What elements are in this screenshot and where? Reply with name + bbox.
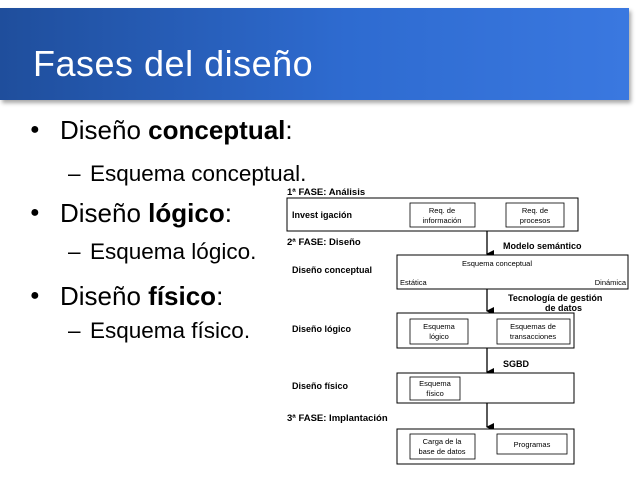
bullet-dot-icon: ●	[30, 204, 40, 221]
bullet-bold-text: lógico	[148, 198, 225, 228]
transactions-line1: Esquemas de	[510, 322, 556, 331]
technology-label-line2: de datos	[545, 303, 582, 313]
dynamic-label: Dinámica	[595, 278, 627, 287]
dash-icon: –	[68, 318, 81, 343]
physical-design-label: Diseño físico	[292, 381, 349, 391]
technology-label-line1: Tecnología de gestión	[508, 293, 602, 303]
bullet-suffix: :	[285, 115, 293, 145]
semantic-model-label: Modelo semántico	[503, 241, 582, 251]
static-label: Estática	[400, 278, 428, 287]
title-bar: Fases del diseño	[0, 8, 629, 100]
data-load-line2: base de datos	[418, 447, 465, 456]
dbms-label: SGBD	[503, 359, 530, 369]
programs-box	[496, 433, 568, 455]
physical-schema-line2: físico	[426, 389, 444, 398]
investigation-label: Invest igación	[292, 210, 352, 220]
slide-title: Fases del diseño	[33, 43, 314, 84]
dash-icon: –	[68, 161, 81, 186]
logical-schema-line1: Esquema	[423, 322, 456, 331]
sub-bullet-text: Esquema conceptual.	[90, 161, 307, 186]
bullet-suffix: :	[216, 281, 224, 311]
data-load-line1: Carga de la	[423, 437, 463, 446]
bullet-text: Diseño	[60, 198, 149, 228]
physical-schema-line1: Esquema	[419, 379, 452, 388]
transactions-line2: transacciones	[510, 332, 557, 341]
sub-bullet-text: Esquema lógico.	[90, 239, 257, 264]
dash-icon: –	[68, 239, 81, 264]
bullet-text: Diseño	[60, 281, 149, 311]
conceptual-schema-label: Esquema conceptual	[462, 259, 532, 268]
logical-design-label: Diseño lógico	[292, 324, 352, 334]
bullet-bold-text: conceptual	[148, 115, 286, 145]
phase-1-label: 1ª FASE: Análisis	[287, 187, 365, 198]
bullet-suffix: :	[224, 198, 232, 228]
logical-schema-line2: lógico	[429, 332, 449, 341]
bullet-bold-text: físico	[148, 281, 217, 311]
bullet-dot-icon: ●	[30, 287, 40, 304]
physical-schema-box	[409, 376, 461, 401]
phase-3-label: 3ª FASE: Implantación	[287, 413, 388, 424]
bullet-text: Diseño	[60, 115, 149, 145]
bullet-dot-icon: ●	[30, 121, 40, 138]
req-proc-line2: procesos	[520, 216, 551, 225]
req-info-line2: información	[423, 216, 462, 225]
transactions-box	[496, 318, 571, 345]
data-load-box	[409, 433, 476, 460]
req-proc-line1: Req. de	[522, 206, 548, 215]
programs-label: Programas	[514, 440, 551, 449]
phase-2-label: 2ª FASE: Diseño	[287, 237, 361, 248]
conceptual-design-box	[396, 254, 629, 290]
req-info-line1: Req. de	[429, 206, 455, 215]
req-proc-box	[505, 202, 565, 228]
logical-schema-box	[409, 318, 469, 345]
sub-bullet-text: Esquema físico.	[90, 318, 251, 343]
req-info-box	[409, 202, 476, 228]
conceptual-design-label: Diseño conceptual	[292, 265, 372, 275]
